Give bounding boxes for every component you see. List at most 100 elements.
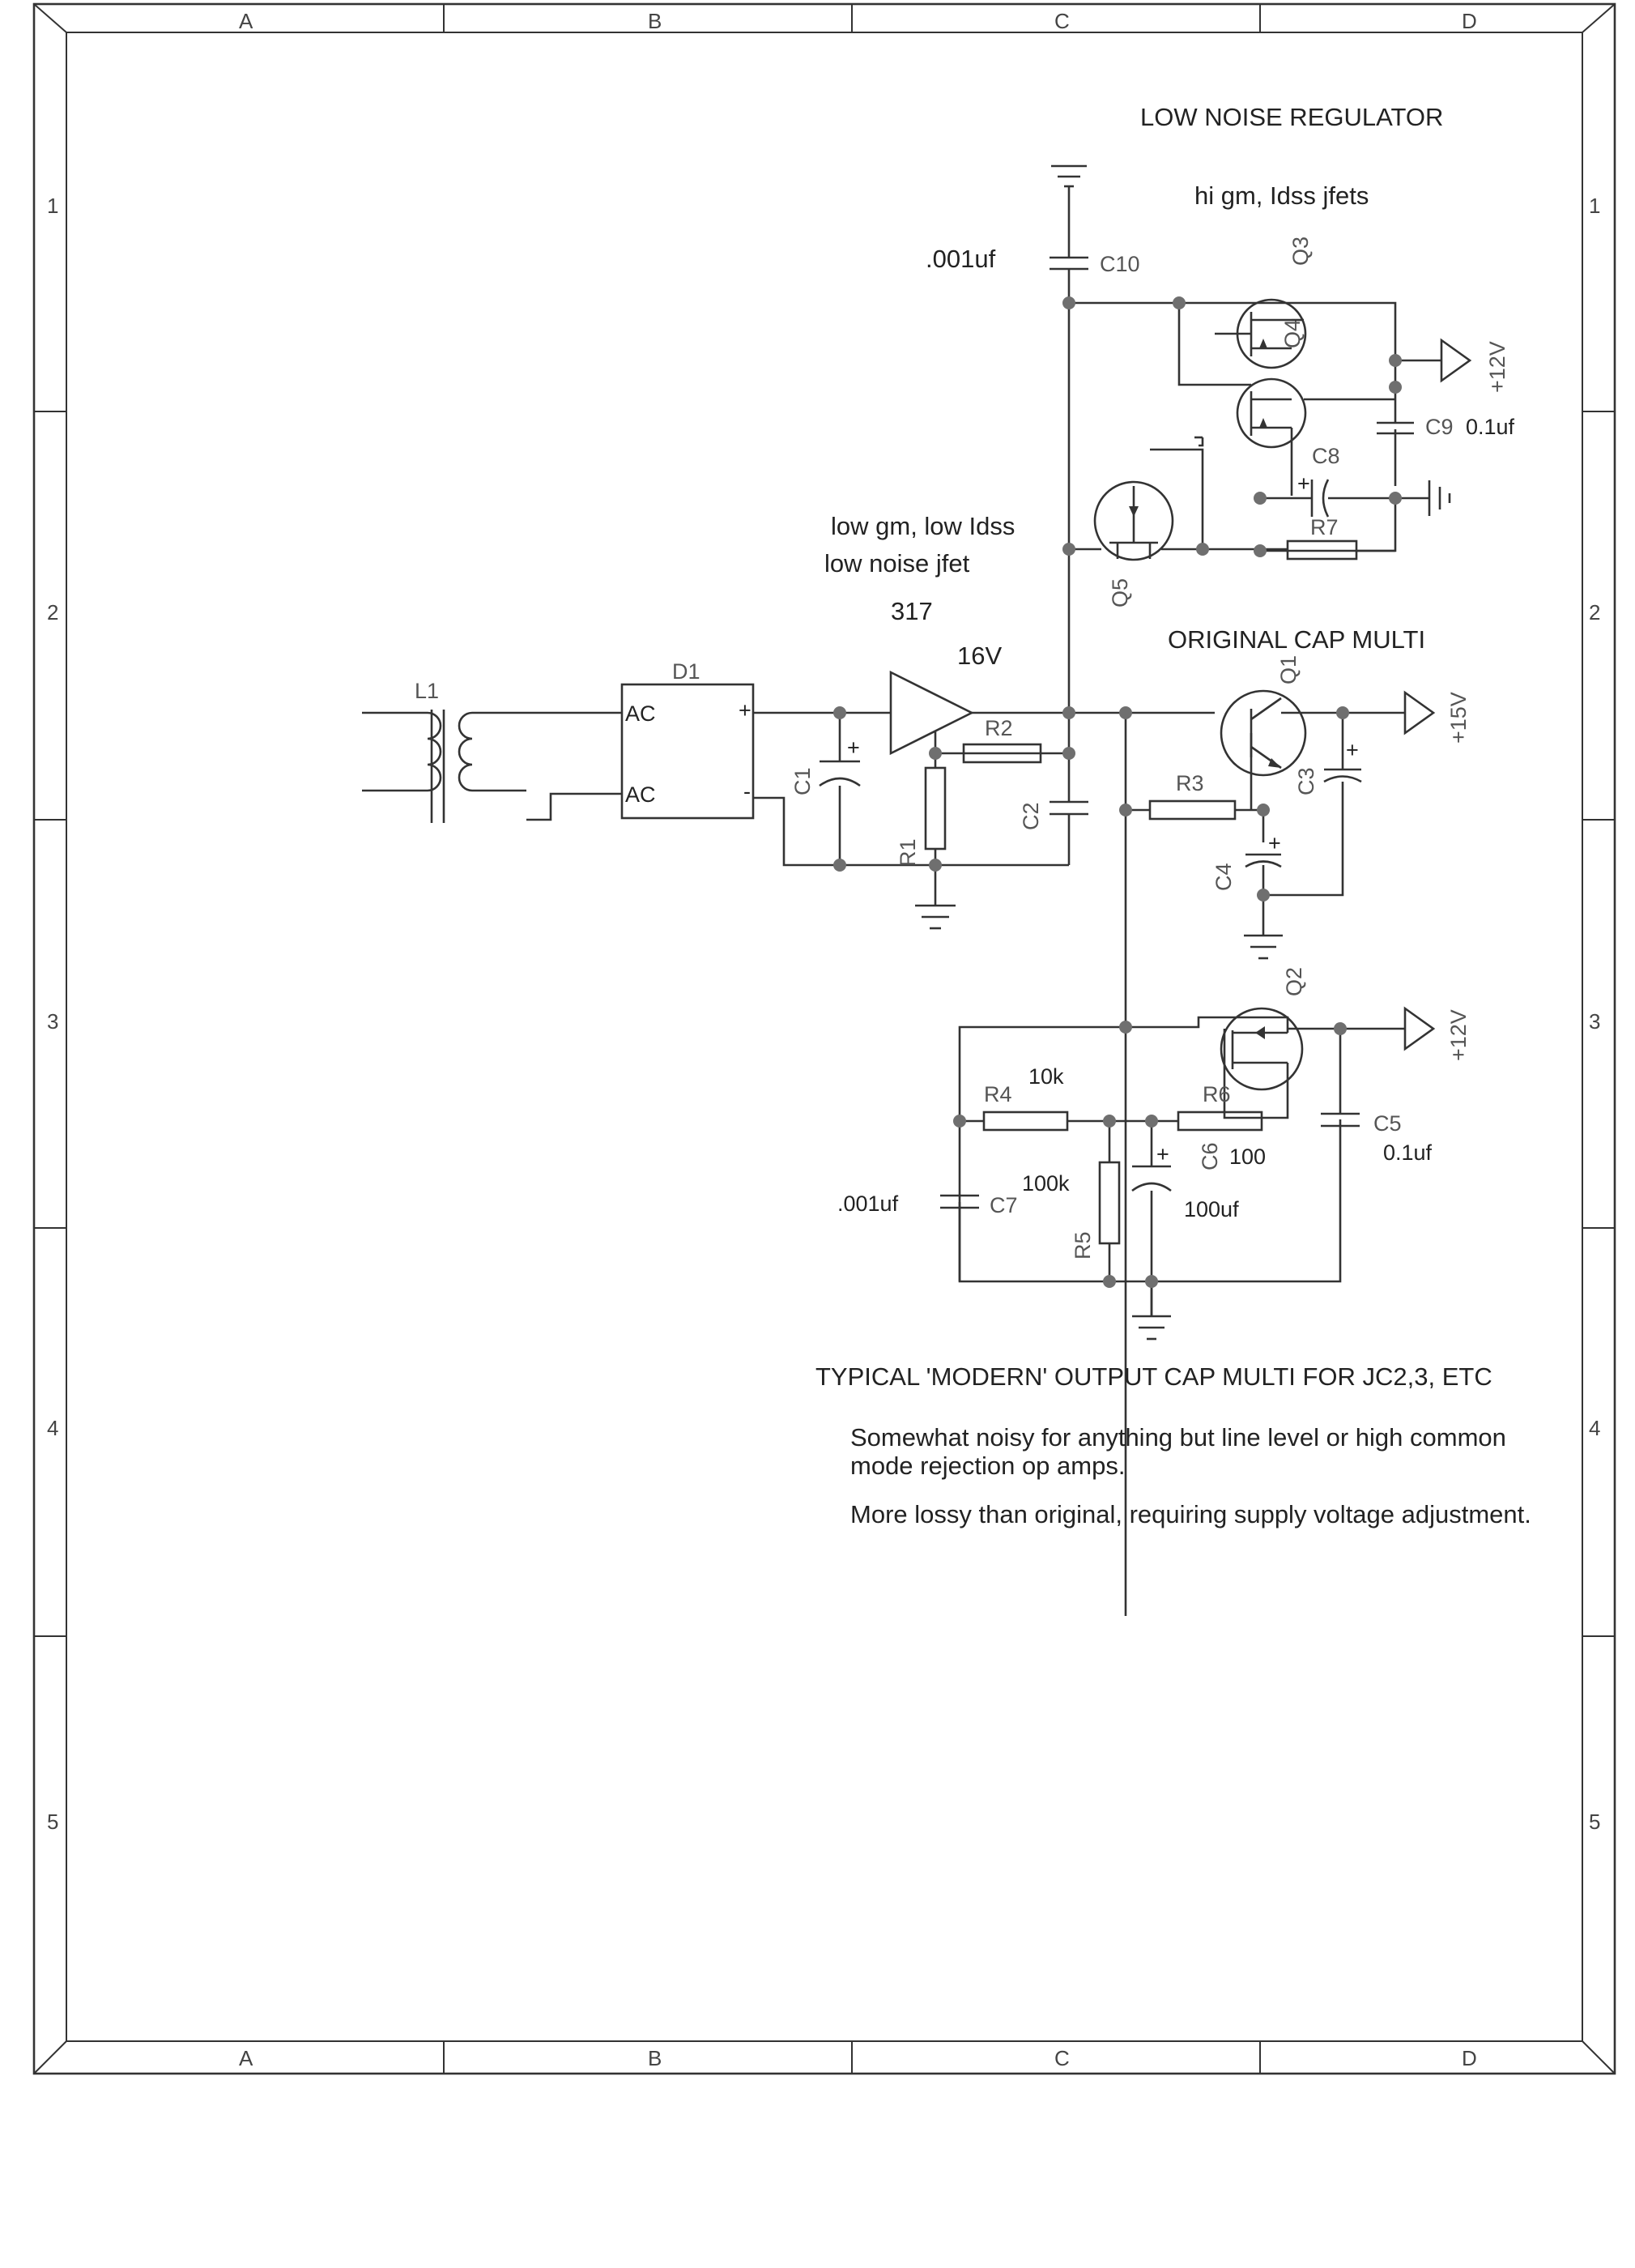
d1-label: D1 [672,659,700,684]
c8-plus: + [1297,471,1310,496]
c7-value: .001uf [837,1192,899,1216]
low-gm-label: low gm, low Idss [831,512,1015,540]
v16-label: 16V [957,642,1002,670]
rail-top-label: +12V [1485,341,1509,393]
rail-bottom-12v [1403,1006,1436,1051]
c9-value: 0.1uf [1466,415,1515,439]
capacitor-c2 [1050,713,1088,865]
r3-label: R3 [1176,771,1204,795]
q1-label: Q1 [1276,655,1301,684]
resistor-r2 [962,743,1042,764]
r6-label: R6 [1203,1082,1231,1106]
capacitor-c9 [1377,421,1414,435]
frame-row-label-left: 1 [47,194,58,218]
hi-gm-label: hi gm, Idss jfets [1194,181,1369,210]
c6-plus: + [1156,1142,1169,1166]
typical-modern-title: TYPICAL 'MODERN' OUTPUT CAP MULTI FOR JC… [815,1362,1492,1391]
frame-row-label-right: 1 [1589,194,1600,218]
frame-row-label-right: 5 [1589,1810,1600,1834]
r6-value: 100 [1229,1145,1266,1169]
frame-row-label-right: 4 [1589,1416,1600,1440]
c10-label: C10 [1100,252,1140,276]
c2-label: C2 [1019,802,1043,830]
bridge-d1 [620,683,755,820]
frame-row-label-right: 2 [1589,600,1600,625]
resistor-r1 [924,766,947,850]
regulator-317 [889,670,974,756]
drawing-frame [32,2,1616,2075]
capacitor-c7 [940,1194,979,1209]
frame-column-label-bottom: D [1462,2046,1477,2070]
c4-plus: + [1268,831,1281,855]
transformer-l1 [362,710,526,823]
capacitor-c6 [1131,1165,1172,1192]
frame-column-label-top: D [1462,9,1477,33]
frame-column-label-top: A [239,9,253,33]
capacitor-c3 [1323,768,1362,783]
frame-column-label-bottom: B [648,2046,662,2070]
frame-column-label-bottom: C [1054,2046,1070,2070]
note-line-2: mode rejection op amps. [850,1452,1125,1480]
low-noise-jfet-label: low noise jfet [824,549,970,578]
rail-bottom-label: +12V [1446,1009,1471,1061]
c10-value: .001uf [926,245,996,273]
c8-label: C8 [1312,444,1340,468]
frame-column-label-top: C [1054,9,1070,33]
note-line-1: Somewhat noisy for anything but line lev… [850,1423,1506,1452]
r7-label: R7 [1310,515,1339,539]
low-noise-regulator-title: LOW NOISE REGULATOR [1140,103,1443,131]
wires-modern [958,1016,1405,1316]
frame-row-label-left: 3 [47,1009,58,1034]
c6-value: 100uf [1184,1197,1239,1221]
transistor-q1 [1220,689,1307,777]
bridge-minus: - [743,779,751,804]
wires-input [526,711,622,821]
q4-label: Q4 [1280,319,1305,348]
frame-column-label-top: B [648,9,662,33]
r5-value: 100k [1022,1171,1070,1196]
ac-in-1: AC [625,701,656,726]
ground-right [1395,480,1451,516]
c1-plus: + [847,735,860,760]
resistor-r6 [1177,1111,1263,1132]
bridge-plus: + [739,698,752,723]
frame-row-label-left: 2 [47,600,58,625]
r4-value: 10k [1028,1064,1064,1089]
ground-bottom [1132,1281,1171,1341]
resistor-r7 [1286,539,1358,561]
jfet-q5 [1093,480,1174,561]
mosfet-q2 [1220,1007,1304,1091]
rail-mid-label: +15V [1446,692,1471,744]
c4-label: C4 [1211,863,1236,891]
c1-label: C1 [790,767,815,795]
capacitor-c4 [1245,853,1282,868]
ac-in-2: AC [625,782,656,807]
q5-label: Q5 [1108,578,1132,608]
ground-c4 [1244,934,1283,960]
c3-plus: + [1346,738,1359,762]
capacitor-c1 [819,760,861,787]
reg-317-label: 317 [891,597,933,625]
c5-label: C5 [1373,1111,1402,1136]
note-line-3: More lossy than original, requiring supp… [850,1500,1531,1528]
rail-mid-15v [1403,690,1436,735]
capacitor-c8 [1310,479,1330,518]
l1-label: L1 [415,679,439,703]
capacitor-c5 [1321,1112,1360,1128]
r4-label: R4 [984,1082,1012,1106]
frame-column-label-bottom: A [239,2046,253,2070]
c6-label: C6 [1198,1142,1222,1170]
capacitor-c10 [1050,164,1088,713]
c3-label: C3 [1294,767,1318,795]
r2-label: R2 [985,716,1013,740]
frame-row-label-right: 3 [1589,1009,1600,1034]
c9-label: C9 [1425,415,1454,439]
r1-label: R1 [896,838,920,867]
rail-top-12v [1440,338,1472,383]
frame-row-label-left: 5 [47,1810,58,1834]
resistor-r5 [1098,1161,1121,1245]
c5-value: 0.1uf [1383,1140,1433,1165]
r5-label: R5 [1071,1231,1095,1260]
